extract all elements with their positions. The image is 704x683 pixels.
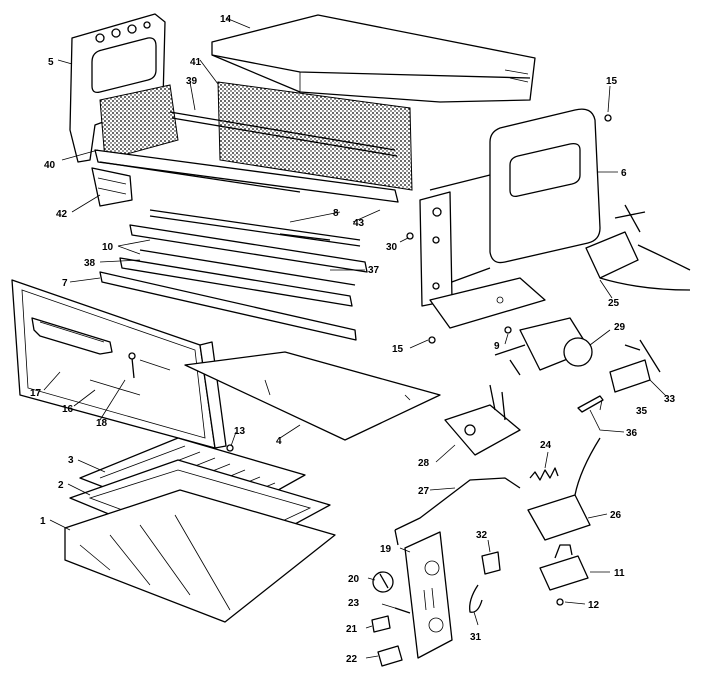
label-35: 35 bbox=[636, 406, 648, 417]
label-7: 7 bbox=[62, 278, 68, 289]
timer-assembly bbox=[444, 384, 521, 456]
label-42: 42 bbox=[56, 209, 68, 220]
control-knob-lever bbox=[377, 645, 403, 667]
linkage-rod bbox=[394, 477, 521, 546]
door-screw bbox=[128, 352, 136, 379]
label-17: 17 bbox=[30, 388, 42, 399]
label-10: 10 bbox=[102, 242, 114, 253]
label-29: 29 bbox=[614, 322, 626, 333]
upper-heating-elements bbox=[94, 111, 399, 203]
right-end-panel bbox=[419, 108, 601, 307]
label-1: 1 bbox=[40, 516, 46, 527]
label-26: 26 bbox=[610, 510, 622, 521]
label-12: 12 bbox=[588, 600, 600, 611]
left-reflector bbox=[99, 84, 179, 161]
label-5: 5 bbox=[48, 57, 54, 68]
switch-assembly bbox=[585, 204, 691, 291]
thermostat bbox=[494, 317, 593, 376]
top-cover bbox=[211, 14, 536, 103]
label-37: 37 bbox=[368, 265, 380, 276]
label-27: 27 bbox=[418, 486, 430, 497]
label-43: 43 bbox=[353, 218, 365, 229]
label-14: 14 bbox=[220, 14, 232, 25]
label-11: 11 bbox=[614, 568, 625, 579]
selector-switch bbox=[609, 339, 661, 393]
label-15-bottom: 15 bbox=[392, 344, 404, 355]
label-30: 30 bbox=[386, 242, 398, 253]
screw-15-bottom bbox=[428, 336, 436, 344]
crumb-tray bbox=[184, 351, 441, 441]
label-3: 3 bbox=[68, 455, 74, 466]
label-31: 31 bbox=[470, 632, 482, 643]
control-knob-small bbox=[371, 615, 391, 633]
label-32: 32 bbox=[476, 530, 488, 541]
screw-30 bbox=[406, 232, 414, 240]
label-16: 16 bbox=[62, 404, 74, 415]
label-19: 19 bbox=[380, 544, 392, 555]
left-end-panel bbox=[69, 13, 166, 163]
label-40: 40 bbox=[44, 160, 56, 171]
indicator-lamp bbox=[469, 584, 483, 613]
screw-13 bbox=[226, 444, 234, 452]
label-33: 33 bbox=[664, 394, 676, 405]
bake-pan bbox=[64, 489, 336, 623]
terminal-block bbox=[539, 544, 589, 591]
terminal-screw bbox=[556, 598, 564, 606]
middle-heating-elements bbox=[99, 209, 368, 341]
spring bbox=[529, 467, 559, 481]
label-41: 41 bbox=[190, 57, 202, 68]
screw-15-top bbox=[604, 114, 612, 122]
label-36: 36 bbox=[626, 428, 638, 439]
control-shaft bbox=[577, 395, 604, 413]
label-39: 39 bbox=[186, 76, 198, 87]
label-18: 18 bbox=[96, 418, 108, 429]
label-9: 9 bbox=[494, 341, 500, 352]
label-20: 20 bbox=[348, 574, 360, 585]
screw-9 bbox=[504, 326, 512, 334]
label-2: 2 bbox=[58, 480, 64, 491]
door-latch-assembly bbox=[527, 437, 601, 541]
label-4: 4 bbox=[276, 436, 282, 447]
label-15-top: 15 bbox=[606, 76, 618, 87]
door-handle bbox=[31, 317, 113, 355]
label-13: 13 bbox=[234, 426, 246, 437]
left-bracket bbox=[91, 167, 133, 207]
label-24: 24 bbox=[540, 440, 552, 451]
label-38: 38 bbox=[84, 258, 96, 269]
label-21: 21 bbox=[346, 624, 358, 635]
control-panel bbox=[404, 531, 453, 659]
label-23: 23 bbox=[348, 598, 360, 609]
right-base-plate bbox=[429, 277, 546, 329]
label-6: 6 bbox=[621, 168, 627, 179]
part-labels: 14 5 41 39 15 6 40 42 8 43 10 30 38 37 7… bbox=[30, 14, 676, 665]
leader-lines bbox=[43, 17, 667, 659]
label-22: 22 bbox=[346, 654, 358, 665]
label-25: 25 bbox=[608, 298, 620, 309]
lamp-clip bbox=[481, 551, 501, 575]
label-28: 28 bbox=[418, 458, 430, 469]
label-8: 8 bbox=[333, 208, 339, 219]
pin bbox=[394, 607, 411, 614]
control-knob-large bbox=[372, 571, 394, 593]
